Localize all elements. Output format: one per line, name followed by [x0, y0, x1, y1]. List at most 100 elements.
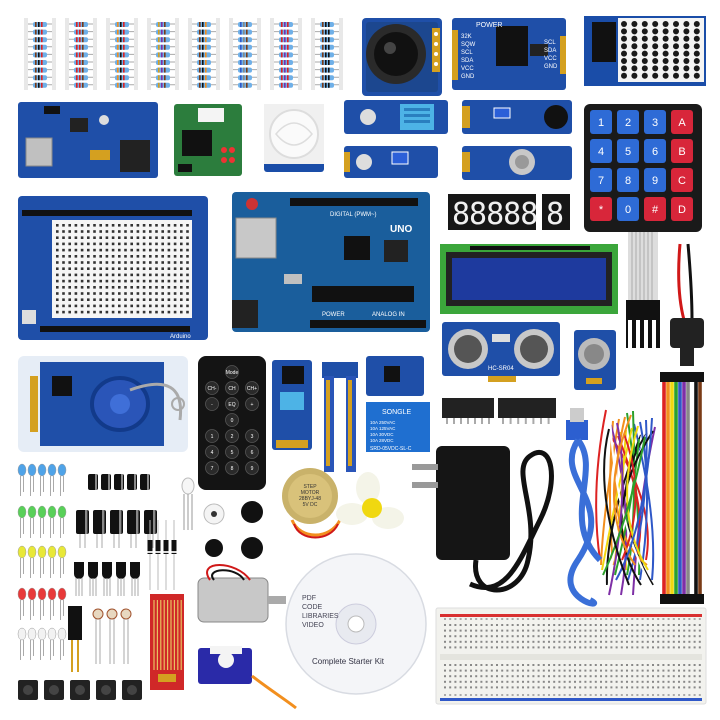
led — [27, 463, 37, 477]
remote-button-label: Mode — [226, 370, 239, 376]
jumper-wire — [626, 425, 649, 571]
resistor-strips — [24, 18, 343, 90]
led — [17, 545, 27, 559]
keypad-key — [617, 110, 639, 134]
jumper-wire — [595, 409, 607, 561]
led-matrix-module — [584, 16, 706, 86]
remote-button-label: 0 — [231, 418, 234, 424]
rtc-pin-label: SCL — [544, 40, 556, 46]
remote-button-label: CH- — [208, 386, 217, 392]
jumper-wire — [609, 411, 655, 591]
remote-button — [245, 381, 259, 395]
stepper-label-line: 28BYJ-48 — [299, 496, 321, 502]
remote-button-label: 5 — [231, 450, 234, 456]
single-digit: 8 — [546, 197, 564, 232]
uno-brand-label: UNO — [390, 224, 412, 235]
remote-button — [205, 397, 219, 411]
led — [37, 463, 47, 477]
flame-sensor-module — [344, 146, 438, 178]
battery-clip — [670, 243, 704, 366]
remote-button — [225, 445, 239, 459]
led — [27, 545, 37, 559]
keypad-key-label: C — [678, 175, 686, 187]
rtc-pin-label: SCL — [461, 50, 473, 56]
remote-button-label: 9 — [251, 466, 254, 472]
keypad-key — [644, 139, 666, 163]
stepper-driver-board — [174, 104, 242, 176]
rtc-pin-label: VCC — [544, 56, 557, 62]
ultrasonic-label: HC-SR04 — [488, 366, 514, 372]
remote-button-label: EQ — [228, 402, 235, 408]
relay-spec: 10A 125VAC — [370, 426, 396, 431]
usb-cable — [566, 408, 603, 607]
keypad-key-label: A — [678, 117, 686, 129]
pir-sensor — [264, 104, 324, 172]
push-buttons — [18, 680, 142, 700]
remote-button — [225, 413, 239, 427]
cd-text-line: VIDEO — [302, 622, 324, 629]
remote-button-label: 7 — [211, 466, 214, 472]
rotary-encoder-module — [462, 146, 572, 180]
photoresistor — [106, 608, 118, 620]
seven-segment-display-4digit: 88888 — [448, 194, 538, 232]
remote-button — [225, 381, 239, 395]
remote-button-label: 8 — [231, 466, 234, 472]
diode — [155, 540, 161, 554]
keypad-key-label: 2 — [625, 117, 631, 129]
jumper-wire — [621, 433, 637, 561]
remote-button-label: 1 — [211, 434, 214, 440]
dc-motor — [197, 564, 286, 623]
joystick-module — [362, 18, 442, 96]
led — [57, 463, 67, 477]
led — [37, 545, 47, 559]
keypad-key — [644, 168, 666, 192]
buzzers — [203, 501, 263, 559]
transistor — [130, 562, 140, 579]
rtc-pin-label: SQW — [461, 42, 476, 48]
keypad-key — [644, 197, 666, 221]
transistor — [88, 562, 98, 579]
water-level-sensor — [150, 594, 184, 690]
led — [57, 545, 67, 559]
remote-button — [245, 397, 259, 411]
jumper-wire — [608, 422, 624, 596]
keypad-key — [671, 168, 693, 192]
keypad-key — [590, 110, 612, 134]
led — [37, 587, 47, 601]
rtc-pin-label: GND — [461, 74, 475, 80]
transistors — [74, 562, 140, 596]
remote-button — [205, 429, 219, 443]
relay-spec: 10A 30VDC — [370, 432, 394, 437]
cd-text-line: CODE — [302, 604, 323, 611]
jumper-wire — [603, 428, 630, 586]
dht11-module — [344, 100, 448, 134]
led — [37, 627, 47, 641]
keypad-key — [671, 139, 693, 163]
jumper-wires-bundle — [595, 409, 656, 596]
arduino-uno-board: DIGITAL (PWM~) ANALOG IN POWER UNO — [232, 192, 430, 332]
relay-brand: SONGLE — [382, 409, 412, 416]
led — [27, 505, 37, 519]
relay-model: SRD-05VDC-SL-C — [370, 446, 412, 452]
led — [17, 587, 27, 601]
keypad-key — [590, 139, 612, 163]
uno-digital-label: DIGITAL (PWM~) — [330, 212, 377, 218]
power-supply-module — [18, 102, 158, 178]
led — [17, 627, 27, 641]
rtc-pin-label: SDA — [461, 58, 473, 64]
rtc-pin-label: GND — [544, 64, 558, 70]
remote-button — [225, 461, 239, 475]
rtc-pin-label: 32K — [461, 34, 472, 40]
transistor — [116, 562, 126, 579]
seven-segment-display-1digit: 8 — [542, 194, 570, 232]
remote-button — [245, 461, 259, 475]
lcd-1602-module — [440, 244, 618, 314]
electrolytic-capacitors — [76, 474, 157, 548]
cd-text-line: PDF — [302, 595, 316, 602]
keypad-key-label: 5 — [625, 146, 631, 158]
rtc-power-label: POWER — [476, 22, 502, 29]
relay-spec: 10A 250VAC — [370, 420, 396, 425]
